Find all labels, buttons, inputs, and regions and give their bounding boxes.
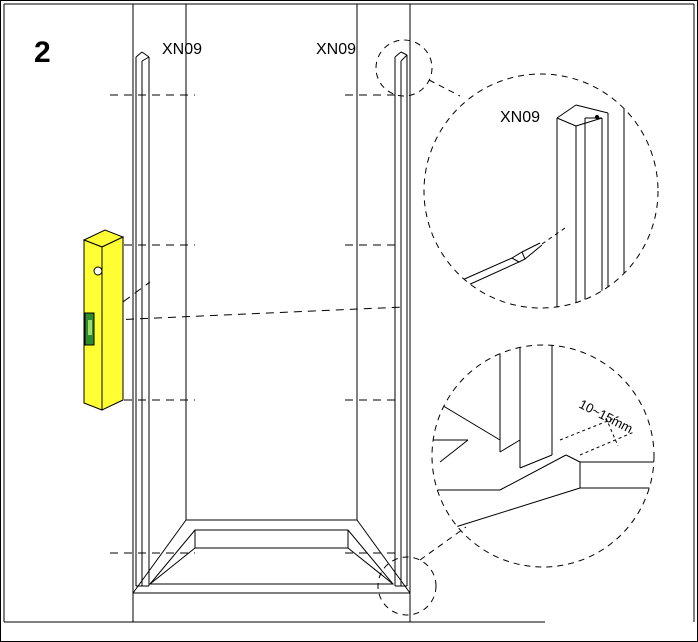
- detail-circle-top: [423, 73, 659, 309]
- gap-dimension-label: 10~15mm: [577, 396, 636, 436]
- screwdriver-icon: [459, 227, 566, 287]
- profile-right: [394, 51, 408, 587]
- shower-tray: [132, 519, 411, 594]
- step-number: 2: [34, 36, 51, 69]
- spirit-level-icon: [82, 229, 125, 411]
- wall-lines: [132, 4, 411, 622]
- detail-top: [556, 80, 625, 308]
- profile-left: [135, 51, 150, 587]
- part-label-right: XN09: [316, 41, 356, 58]
- drill-marks: [110, 94, 405, 554]
- callout-guides: [375, 39, 659, 616]
- part-label-detail: XN09: [500, 109, 540, 126]
- detail-bottom: [432, 345, 654, 536]
- part-label-left: XN09: [162, 41, 202, 58]
- detail-circle-bottom: [431, 344, 655, 568]
